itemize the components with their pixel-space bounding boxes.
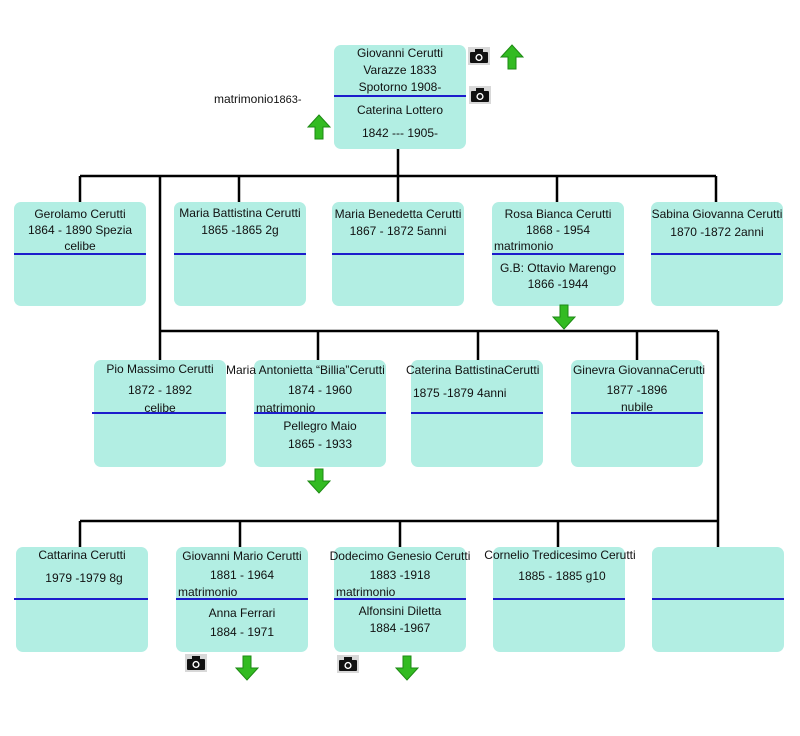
person-name: Rosa Bianca Cerutti (504, 207, 612, 221)
person-spouse-dates: 1865 - 1933 (287, 437, 353, 451)
person-dates: 1872 - 1892 (127, 383, 193, 397)
person-separator (92, 412, 226, 414)
person-name: Giovanni Mario Cerutti (182, 549, 302, 563)
person-marriage: matrimonio (336, 585, 396, 599)
person-separator (334, 598, 466, 600)
person-name: Caterina BattistinaCerutti (406, 363, 540, 377)
person-dates: 1877 -1896 (606, 383, 668, 397)
person-name: Maria Antonietta “Billia”Cerutti (226, 363, 385, 377)
person-separator (176, 598, 308, 600)
person-spouse-name: G.B: Ottavio Marengo (499, 261, 617, 275)
green-up-arrow-icon[interactable] (500, 44, 524, 70)
person-name: Cattarina Cerutti (38, 548, 126, 562)
root-marriage-text: matrimonio (214, 92, 274, 106)
green-up-arrow-icon[interactable] (307, 114, 331, 140)
person-dates: 1874 - 1960 (287, 383, 353, 397)
person-name: Sabina Giovanna Cerutti (651, 207, 783, 221)
person-spouse-dates: 1866 -1944 (527, 277, 589, 291)
person-dates: 1875 -1879 4anni (413, 386, 507, 400)
person-name: Gerolamo Cerutti (34, 207, 126, 221)
person-dates: 1885 - 1885 g10 (518, 569, 606, 583)
person-dates: 1865 -1865 2g (201, 223, 279, 237)
person-dates: 1883 -1918 (369, 568, 431, 582)
root-spouse-name: Caterina Lottero (356, 103, 444, 117)
person-name: Dodecimo Genesio Cerutti (329, 549, 471, 563)
person-marriage: matrimonio (494, 239, 554, 253)
person-dates: 1864 - 1890 Spezia (27, 223, 133, 237)
root-marriage-label: matrimonio1863- (214, 92, 302, 106)
person-name: Maria Benedetta Cerutti (334, 207, 462, 221)
person-spouse-name: Pellegro Maio (283, 419, 357, 433)
person-separator (652, 598, 784, 600)
green-down-arrow-icon[interactable] (395, 655, 419, 681)
person-dates: 1868 - 1954 (525, 223, 591, 237)
person-separator (174, 253, 306, 255)
person-name: Cornelio Tredicesimo Cerutti (484, 548, 636, 562)
person-separator (411, 412, 543, 414)
person-separator (14, 253, 146, 255)
root-birth: Varazze 1833 (363, 63, 437, 77)
green-down-arrow-icon[interactable] (235, 655, 259, 681)
green-down-arrow-icon[interactable] (552, 304, 576, 330)
green-down-arrow-icon[interactable] (307, 468, 331, 494)
root-death: Spotorno 1908- (358, 80, 442, 94)
person-note: celibe (144, 401, 176, 415)
person-note: celibe (64, 239, 96, 253)
person-marriage: matrimonio (178, 585, 238, 599)
root-name: Giovanni Cerutti (356, 46, 444, 60)
person-separator (493, 598, 625, 600)
root-person-card[interactable] (334, 45, 466, 149)
person-separator (254, 412, 386, 414)
person-note: nubile (620, 400, 654, 414)
person-dates: 1881 - 1964 (209, 568, 275, 582)
camera-icon[interactable] (468, 47, 490, 65)
root-separator (334, 95, 466, 97)
person-name: Maria Battistina Cerutti (179, 206, 301, 220)
camera-icon[interactable] (337, 655, 359, 673)
person-dates: 1870 -1872 2anni (670, 225, 764, 239)
root-marriage-year: 1863- (273, 94, 302, 106)
person-spouse-name: Anna Ferrari (208, 606, 276, 620)
person-spouse-dates: 1884 -1967 (369, 621, 431, 635)
person-dates: 1979 -1979 8g (45, 571, 123, 585)
person-separator (651, 253, 781, 255)
camera-icon[interactable] (469, 86, 491, 104)
person-dates: 1867 - 1872 5anni (349, 224, 447, 238)
person-spouse-dates: 1884 - 1971 (209, 625, 275, 639)
root-spouse-dates: 1842 --- 1905- (361, 126, 439, 140)
person-name: Ginevra GiovannaCerutti (572, 363, 706, 377)
person-marriage: matrimonio (256, 401, 316, 415)
person-separator (332, 253, 464, 255)
camera-icon[interactable] (185, 654, 207, 672)
person-separator (571, 412, 703, 414)
person-name: Pio Massimo Cerutti (106, 362, 214, 376)
person-separator (14, 598, 148, 600)
person-separator (492, 253, 624, 255)
person-spouse-name: Alfonsini Diletta (358, 604, 442, 618)
